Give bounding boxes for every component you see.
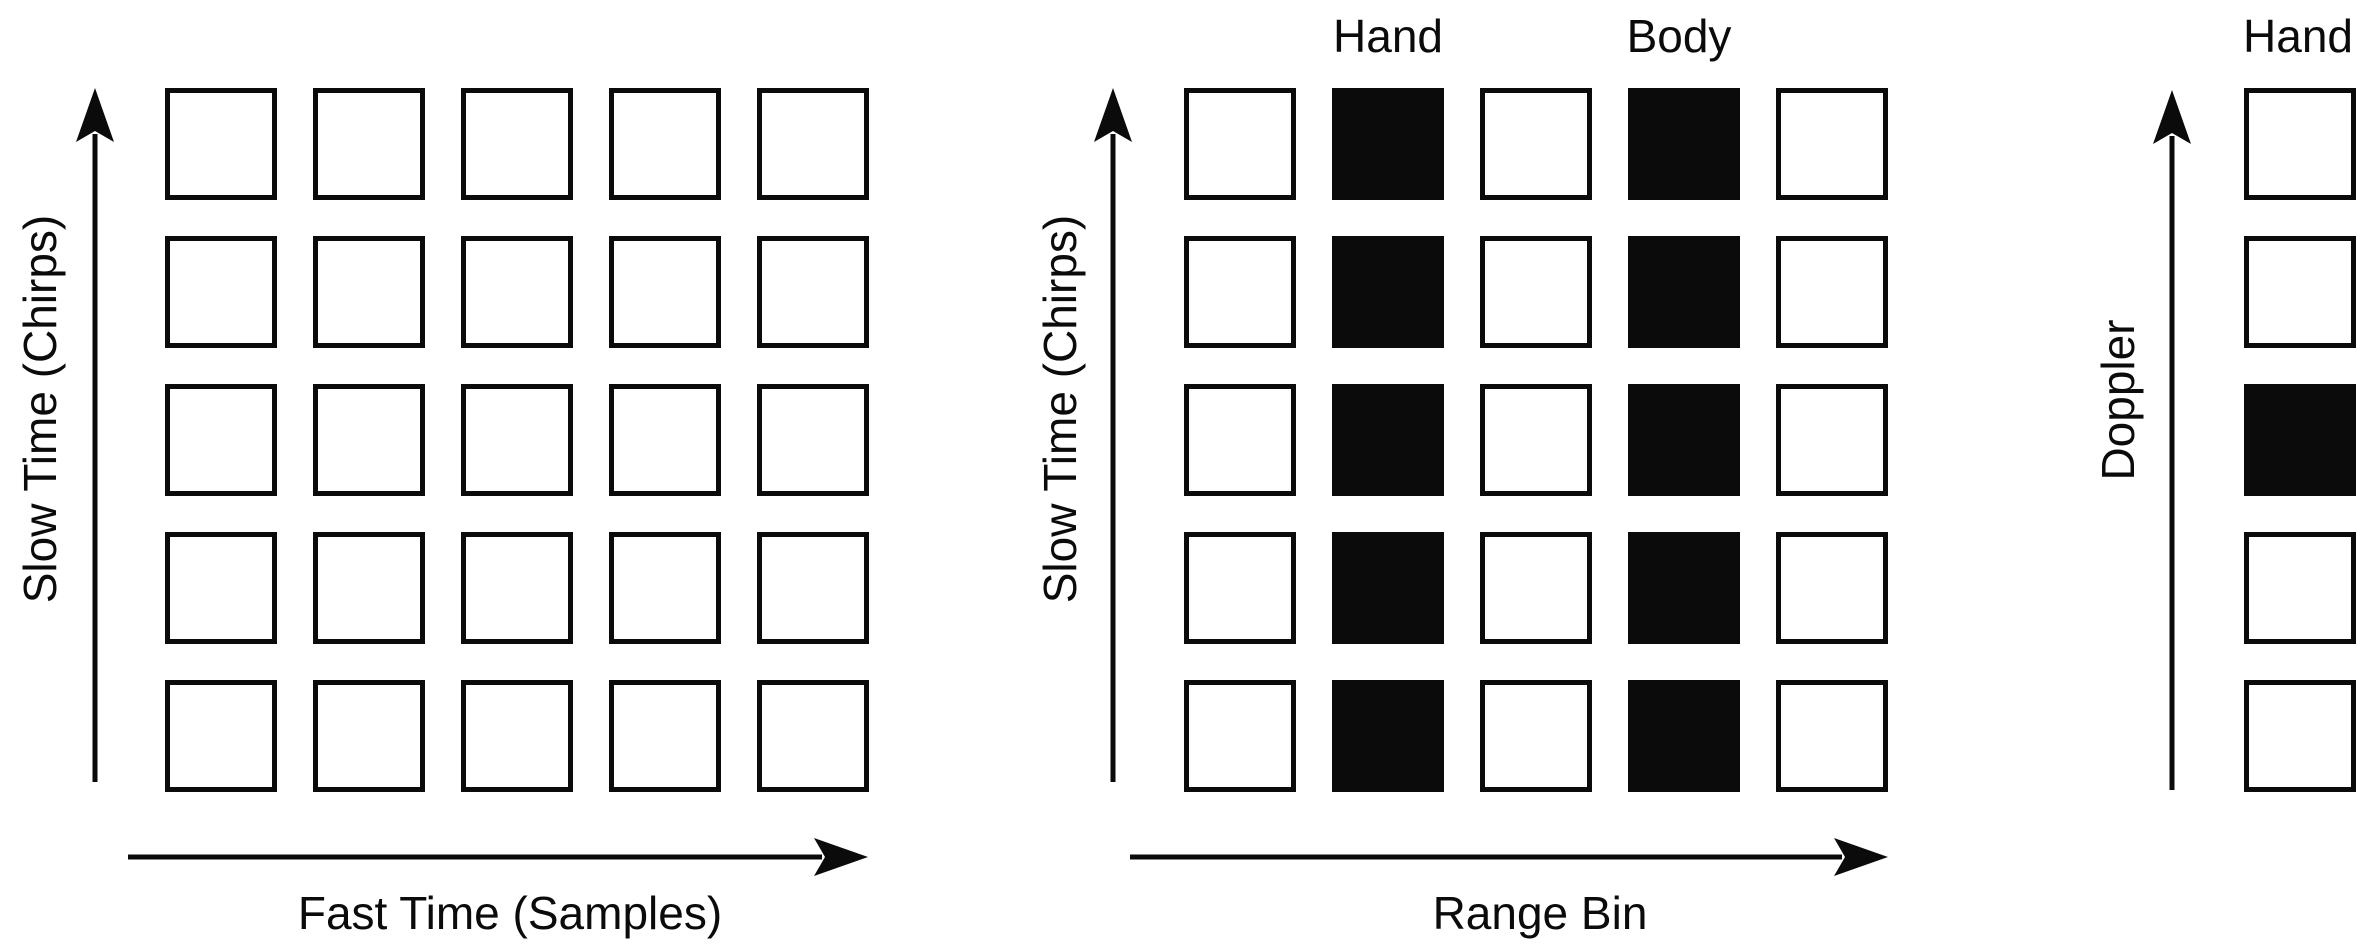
grid-cell: [165, 680, 277, 792]
grid-cell: [1480, 88, 1592, 200]
grid-cell: [313, 532, 425, 644]
grid-cell: [2244, 88, 2356, 200]
grid-cell: [461, 88, 573, 200]
grid-cell: [609, 88, 721, 200]
grid-cell: [1628, 680, 1740, 792]
grid-cell: [461, 680, 573, 792]
grid-cell: [609, 236, 721, 348]
range-body-column-label: Body: [1626, 10, 1732, 62]
range-hand-column-label: Hand: [1333, 10, 1443, 62]
grid-cell: [1332, 532, 1444, 644]
grid-cell: [609, 384, 721, 496]
grid-cell: [1332, 384, 1444, 496]
grid-cell: [165, 236, 277, 348]
grid-cell: [1480, 680, 1592, 792]
grid-cell: [1776, 88, 1888, 200]
grid-cell: [1480, 236, 1592, 348]
doppler-y-axis-arrow: [2153, 90, 2191, 790]
grid-cell: [165, 532, 277, 644]
doppler-profile-grid: [2244, 88, 2356, 792]
grid-cell: [1332, 88, 1444, 200]
range-y-axis-label: Slow Time (Chirps): [1034, 214, 1086, 604]
grid-cell: [1628, 384, 1740, 496]
grid-cell: [757, 88, 869, 200]
grid-cell: [1776, 680, 1888, 792]
range-x-axis-label: Range Bin: [1432, 887, 1648, 939]
range-x-axis-arrow: [1130, 838, 1888, 876]
grid-cell: [1480, 384, 1592, 496]
grid-cell: [609, 532, 721, 644]
grid-cell: [1776, 236, 1888, 348]
doppler-y-axis-label: Doppler: [2092, 319, 2144, 481]
grid-cell: [757, 384, 869, 496]
grid-cell: [1184, 88, 1296, 200]
grid-cell: [313, 88, 425, 200]
grid-cell: [1480, 532, 1592, 644]
grid-cell: [609, 680, 721, 792]
grid-cell: [461, 532, 573, 644]
grid-cell: [461, 236, 573, 348]
grid-cell: [2244, 680, 2356, 792]
grid-cell: [1184, 384, 1296, 496]
grid-cell: [1776, 532, 1888, 644]
grid-cell: [313, 680, 425, 792]
grid-cell: [1332, 236, 1444, 348]
arrowhead-up-icon: [1094, 88, 1132, 142]
raw-y-axis-label: Slow Time (Chirps): [14, 214, 66, 604]
arrowhead-right-icon: [1834, 838, 1888, 876]
raw-data-grid: [165, 88, 869, 792]
doppler-hand-column-label: Hand: [2243, 10, 2353, 62]
grid-cell: [165, 88, 277, 200]
grid-cell: [2244, 236, 2356, 348]
arrowhead-up-icon: [2153, 90, 2191, 144]
grid-cell: [2244, 532, 2356, 644]
grid-cell: [313, 384, 425, 496]
grid-cell: [1628, 532, 1740, 644]
grid-cell: [165, 384, 277, 496]
raw-y-axis-arrow: [76, 88, 114, 782]
grid-cell: [1628, 236, 1740, 348]
raw-x-axis-label: Fast Time (Samples): [297, 887, 723, 939]
range-y-axis-arrow: [1094, 88, 1132, 782]
grid-cell: [1776, 384, 1888, 496]
grid-cell: [757, 532, 869, 644]
grid-cell: [757, 680, 869, 792]
grid-cell: [2244, 384, 2356, 496]
grid-cell: [461, 384, 573, 496]
grid-cell: [313, 236, 425, 348]
arrowhead-up-icon: [76, 88, 114, 142]
grid-cell: [1184, 680, 1296, 792]
grid-cell: [1184, 236, 1296, 348]
arrowhead-right-icon: [814, 838, 868, 876]
grid-cell: [757, 236, 869, 348]
grid-cell: [1332, 680, 1444, 792]
grid-cell: [1184, 532, 1296, 644]
grid-cell: [1628, 88, 1740, 200]
raw-x-axis-arrow: [128, 838, 868, 876]
range-profile-grid: [1184, 88, 1888, 792]
